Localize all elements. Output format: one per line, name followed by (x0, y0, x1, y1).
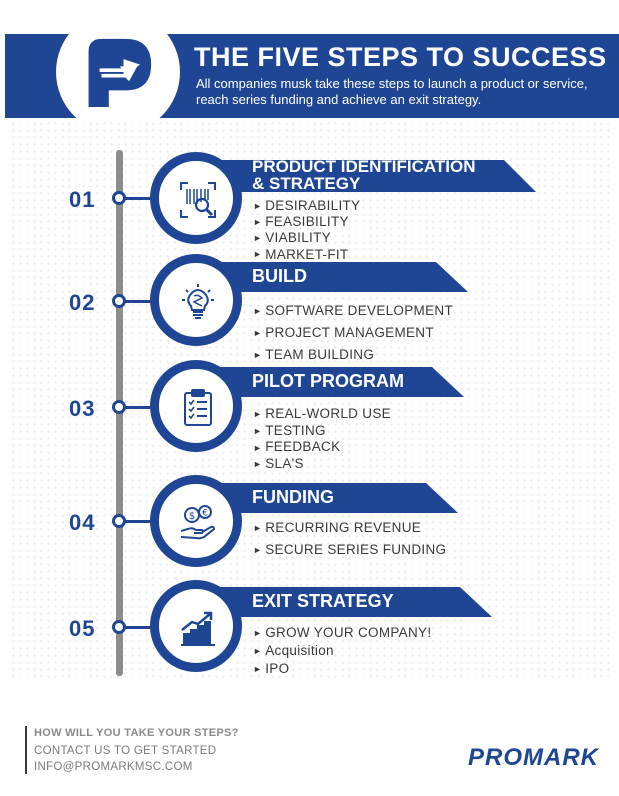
step-number: 05 (69, 616, 96, 641)
step-number: 03 (69, 396, 96, 421)
growth-chart-icon (181, 611, 215, 646)
list-item: ►Acquisition (253, 642, 334, 658)
step-number: 04 (69, 510, 96, 535)
step-number: 02 (69, 290, 96, 315)
step-title: BUILD (252, 266, 307, 286)
timeline-node (112, 191, 126, 205)
list-item: ►FEEDBACK (253, 439, 341, 455)
footer-email-link[interactable]: INFO@PROMARKMSC.COM (34, 761, 193, 773)
step-banner (196, 367, 464, 397)
page-subtitle: All companies musk take these steps to l… (196, 76, 588, 107)
list-item: ►PROJECT MANAGEMENT (253, 325, 434, 341)
list-item: ►REAL-WORLD USE (253, 406, 391, 421)
list-item: ►FEASIBILITY (253, 214, 349, 230)
list-item: ►GROW YOUR COMPANY! (253, 625, 432, 640)
step-title-line2: & STRATEGY (252, 174, 361, 193)
svg-text:$: $ (189, 511, 195, 522)
list-item: ►TESTING (253, 422, 326, 438)
list-item: ►SLA'S (253, 456, 304, 472)
list-item: ►SECURE SERIES FUNDING (253, 541, 447, 557)
step-banner (196, 262, 468, 292)
list-item: ►TEAM BUILDING (253, 347, 375, 363)
timeline-connector (114, 520, 162, 523)
list-item: ►IPO (253, 660, 290, 676)
timeline-node (112, 400, 126, 414)
footer-contact: CONTACT US TO GET STARTED (34, 745, 217, 757)
step-title: EXIT STRATEGY (252, 591, 394, 611)
step-items: ►DESIRABILITY ►FEASIBILITY ►VIABILITY ►M… (253, 198, 360, 263)
list-item: ►SOFTWARE DEVELOPMENT (253, 303, 453, 318)
hand-coins-icon: $ € (180, 505, 216, 540)
lightbulb-icon (182, 284, 214, 319)
step-banner (196, 587, 492, 617)
list-item: ►VIABILITY (253, 230, 331, 246)
step-title: PILOT PROGRAM (252, 371, 404, 391)
step-items: ►GROW YOUR COMPANY! ►Acquisition ►IPO (253, 624, 431, 678)
step-title-line1: PRODUCT IDENTIFICATION (252, 157, 476, 176)
barcode-magnifier-icon (180, 182, 216, 218)
timeline-connector (114, 197, 162, 200)
footer-divider (25, 726, 27, 774)
page-title: THE FIVE STEPS TO SUCCESS (194, 42, 607, 72)
dotted-background (10, 120, 610, 680)
footer-question: HOW WILL YOU TAKE YOUR STEPS? (34, 727, 239, 739)
step-icon-circle (150, 152, 242, 244)
list-item: ►DESIRABILITY (253, 198, 361, 213)
step-icon-circle (150, 254, 242, 346)
timeline-node (112, 294, 126, 308)
timeline-node (112, 620, 126, 634)
timeline-connector (114, 300, 162, 303)
timeline-connector (114, 406, 162, 409)
step-banner (196, 160, 536, 192)
svg-text:€: € (202, 509, 208, 519)
timeline-connector (114, 626, 162, 629)
step-icon-circle (150, 360, 242, 452)
step-items: ►RECURRING REVENUE ►SECURE SERIES FUNDIN… (253, 517, 446, 561)
brand-logo-text: PROMARK (468, 744, 599, 771)
step-items: ►SOFTWARE DEVELOPMENT ►PROJECT MANAGEMEN… (253, 300, 453, 367)
step-items: ►REAL-WORLD USE ►TESTING ►FEEDBACK ►SLA'… (253, 406, 391, 473)
timeline-node (112, 514, 126, 528)
list-item: ►RECURRING REVENUE (253, 520, 422, 535)
step-icon-circle: $ € (150, 475, 242, 567)
step-title: PRODUCT IDENTIFICATION & STRATEGY (252, 158, 476, 192)
step-icon-circle (150, 580, 242, 672)
step-title: FUNDING (252, 487, 334, 507)
list-item: ►MARKET-FIT (253, 246, 349, 262)
promark-logo-icon (88, 38, 152, 107)
step-number: 01 (69, 187, 96, 212)
clipboard-checklist-icon (184, 389, 212, 426)
